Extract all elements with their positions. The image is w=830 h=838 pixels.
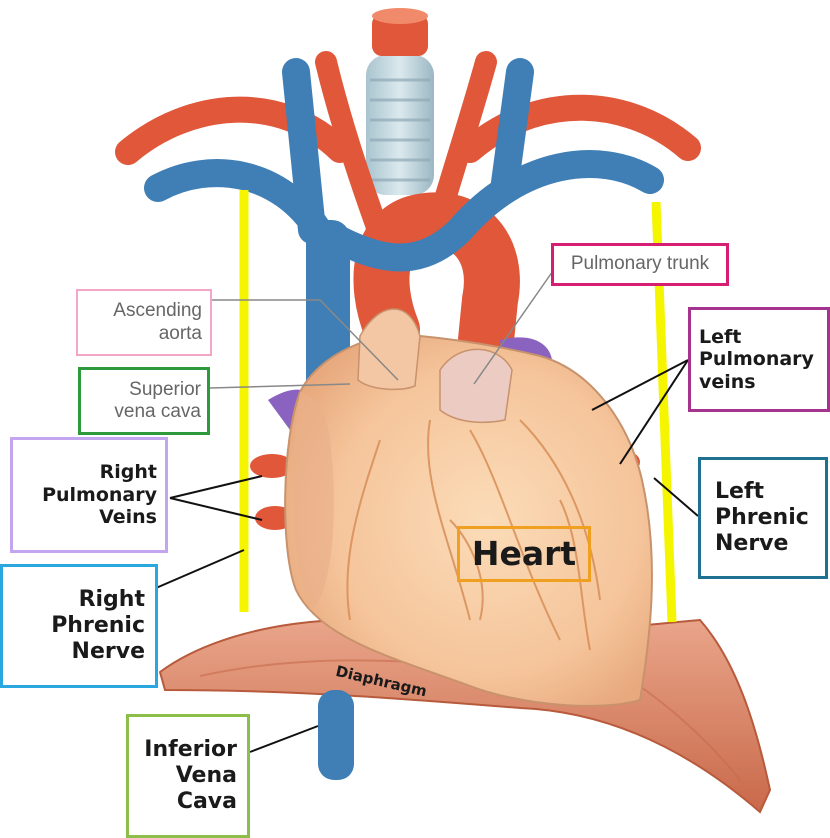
- right-phrenic-nerve-label: Right Phrenic Nerve: [0, 564, 158, 688]
- left-pulmonary-veins-label: Left Pulmonary veins: [688, 307, 830, 412]
- inferior-vena-cava-label: Inferior Vena Cava: [126, 714, 250, 838]
- left-phrenic-nerve-leader: [654, 478, 698, 516]
- superior-vena-cava-label: Superior vena cava: [78, 367, 210, 435]
- left-jugular-vein: [504, 72, 520, 190]
- right-phrenic-nerve-leader: [156, 550, 244, 588]
- right-jugular-vein: [296, 72, 312, 230]
- right-pulmonary-veins-label: Right Pulmonary Veins: [10, 437, 168, 553]
- left-pulmonary-veins-leader-lower: [620, 360, 688, 464]
- left-phrenic-nerve-label: Left Phrenic Nerve: [698, 457, 828, 579]
- pulmonary-trunk-vessel: [440, 349, 512, 422]
- ascending-aorta-label: Ascending aorta: [76, 289, 212, 356]
- trachea: [366, 55, 434, 195]
- left-pulmonary-veins-leader-upper: [592, 360, 688, 410]
- inferior-vena-cava-vessel: [318, 690, 354, 780]
- inferior-vena-cava-leader: [250, 726, 318, 752]
- pulmonary-trunk-label: Pulmonary trunk: [551, 243, 729, 286]
- heart-label: Heart: [457, 526, 591, 582]
